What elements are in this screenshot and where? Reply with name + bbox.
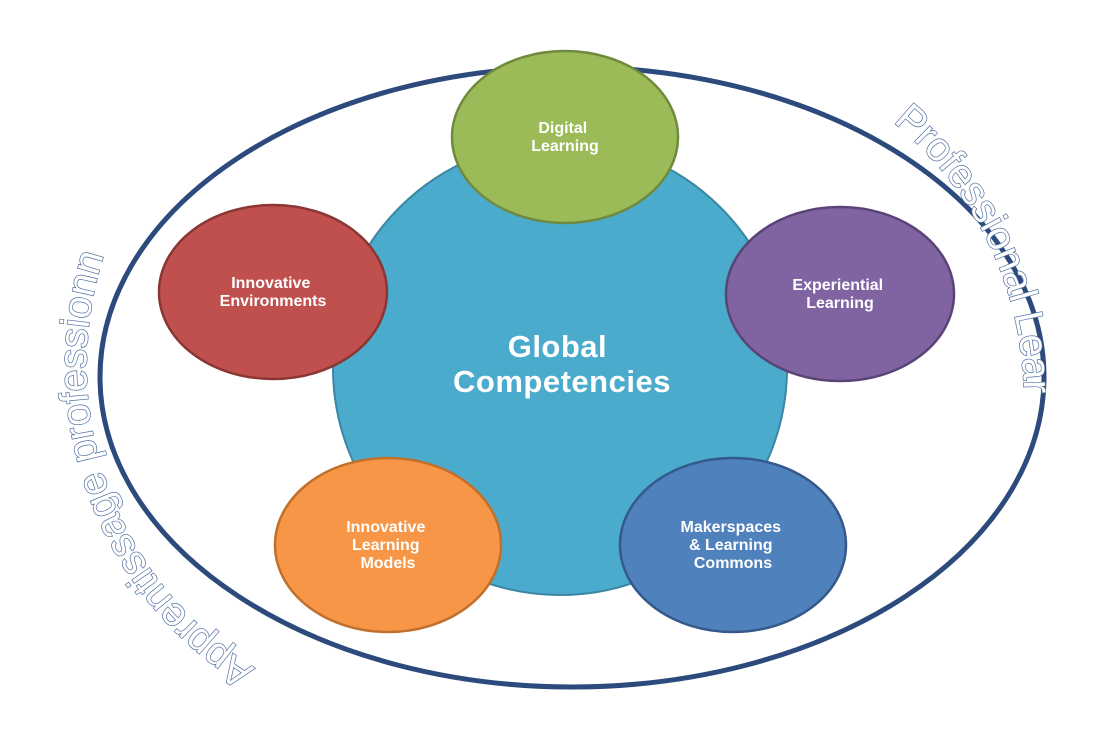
- center-title: Global Competencies: [453, 329, 671, 399]
- node-digital-learning-label: Digital Learning: [531, 120, 599, 155]
- node-label-line: Innovative: [346, 519, 425, 536]
- node-innovative-learning-models-circle: [273, 456, 503, 634]
- node-innovative-environments-circle: [157, 203, 389, 381]
- node-label-line: Digital: [538, 120, 587, 137]
- node-label-line: & Learning: [689, 537, 773, 554]
- node-innovative-environments-label: Innovative Environments: [220, 275, 327, 310]
- node-innovative-learning-models-label: Innovative Learning Models: [346, 519, 430, 572]
- node-label-line: Environments: [220, 293, 327, 310]
- node-label-line: Makerspaces: [681, 519, 782, 536]
- node-label-line: Innovative: [231, 275, 310, 292]
- node-digital-learning: Digital Learning: [450, 49, 680, 225]
- node-label-line: Experiential: [792, 277, 883, 294]
- node-label-line: Models: [360, 555, 415, 572]
- node-digital-learning-circle: [450, 49, 680, 225]
- center-title-line: Global: [508, 329, 607, 364]
- node-innovative-environments: Innovative Environments: [157, 203, 389, 381]
- node-innovative-learning-models: Innovative Learning Models: [273, 456, 503, 634]
- node-makerspaces-learning-commons-label: Makerspaces & Learning Commons: [681, 519, 786, 572]
- node-experiential-learning-circle: [724, 205, 956, 383]
- node-label-line: Commons: [694, 555, 772, 572]
- node-label-line: Learning: [531, 138, 599, 155]
- node-makerspaces-learning-commons: Makerspaces & Learning Commons: [618, 456, 848, 634]
- node-makerspaces-learning-commons-circle: [618, 456, 848, 634]
- node-experiential-learning-label: Experiential Learning: [792, 277, 887, 312]
- center-title-line: Competencies: [453, 364, 671, 399]
- node-label-line: Learning: [352, 537, 420, 554]
- node-experiential-learning: Experiential Learning: [724, 205, 956, 383]
- node-label-line: Learning: [806, 295, 874, 312]
